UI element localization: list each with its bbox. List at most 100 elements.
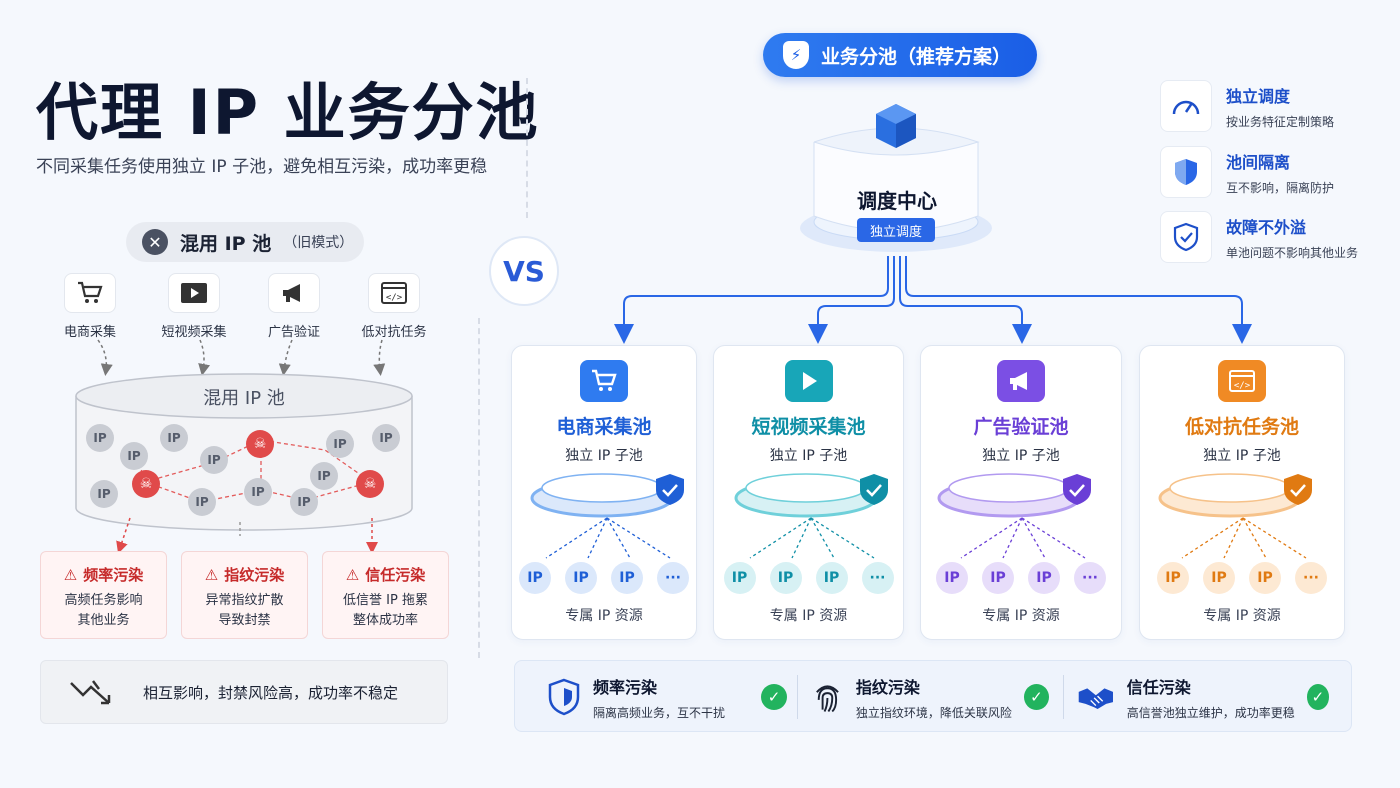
pool-ring xyxy=(937,473,1091,518)
skull-icon: ☠ xyxy=(356,470,384,498)
old-mode-pill: ✕ 混用 IP 池 （旧模式） xyxy=(126,222,364,262)
shield-check-icon xyxy=(860,474,888,505)
svg-text:</>: </> xyxy=(386,293,403,303)
warning-icon: ⚠ xyxy=(63,565,78,584)
ip-node: IP xyxy=(1203,562,1235,594)
divider xyxy=(797,675,798,719)
code-icon: </> xyxy=(1218,360,1266,402)
ip-node: IP xyxy=(611,562,643,594)
pool-subtitle: 独立 IP 子池 xyxy=(565,448,643,464)
fingerprint-icon xyxy=(816,685,839,713)
megaphone-icon xyxy=(997,360,1045,402)
ip-node: IP xyxy=(1028,562,1060,594)
feature-desc: 按业务特征定制策略 xyxy=(1226,114,1335,129)
shield-icon: ⚡ xyxy=(783,41,809,69)
feature-item: 独立调度按业务特征定制策略 xyxy=(1160,79,1380,133)
pool-subtitle: 独立 IP 子池 xyxy=(982,448,1060,464)
warning-title: 指纹污染 xyxy=(224,566,285,584)
ip-arrows xyxy=(1181,517,1307,559)
ip-node: IP xyxy=(372,424,400,452)
warning-card: ⚠信任污染 低信誉 IP 拖累整体成功率 xyxy=(322,551,449,639)
feature-item: 池间隔离互不影响，隔离防护 xyxy=(1160,145,1380,199)
ip-node: IP xyxy=(120,442,148,470)
ip-node: IP xyxy=(160,424,188,452)
pool-bottom-label: 专属 IP 资源 xyxy=(769,608,848,624)
benefit-desc: 隔离高频业务，互不干扰 xyxy=(593,705,726,720)
warning-line: 整体成功率 xyxy=(352,613,418,628)
cart-icon xyxy=(64,273,116,313)
warning-line: 低信誉 IP 拖累 xyxy=(343,593,428,608)
shield-icon xyxy=(548,678,580,716)
divider xyxy=(1063,675,1064,719)
task-item: 电商采集 xyxy=(40,273,140,340)
task-item: 广告验证 xyxy=(244,273,344,340)
skull-icon: ☠ xyxy=(246,430,274,458)
task-label: 低对抗任务 xyxy=(361,325,427,340)
ip-node: IP xyxy=(200,446,228,474)
check-icon: ✓ xyxy=(1023,684,1049,710)
feature-title: 独立调度 xyxy=(1226,86,1291,106)
ip-node: IP xyxy=(90,480,118,508)
benefit-item: 信任污染高信誉池独立维护，成功率更稳 ✓ xyxy=(1077,661,1329,733)
ip-arrows xyxy=(960,517,1086,559)
page-subtitle: 不同采集任务使用独立 IP 子池，避免相互污染，成功率更稳 xyxy=(36,157,488,177)
ip-node: IP xyxy=(815,562,848,594)
megaphone-icon xyxy=(268,273,320,313)
task-label: 短视频采集 xyxy=(161,325,227,340)
close-icon: ✕ xyxy=(142,229,168,255)
more-node: ··· xyxy=(1074,562,1106,594)
warning-title: 信任污染 xyxy=(365,566,426,584)
old-mode-note: （旧模式） xyxy=(283,235,354,251)
code-icon: </> xyxy=(368,273,420,313)
pool-title: 广告验证池 xyxy=(973,416,1069,438)
shield-icon xyxy=(1160,146,1212,198)
skull-icon: ☠ xyxy=(132,470,160,498)
warning-arrows xyxy=(116,517,378,554)
ip-node: IP xyxy=(86,424,114,452)
benefit-item: 频率污染隔离高频业务，互不干扰 ✓ xyxy=(547,661,787,733)
video-icon xyxy=(784,360,833,402)
pool-ring xyxy=(734,473,888,518)
shield-check-icon xyxy=(1160,211,1212,263)
ip-node: IP xyxy=(188,488,216,516)
ip-dots: IP IP IP ··· xyxy=(921,562,1121,594)
warning-title: 频率污染 xyxy=(83,566,144,584)
ip-dots: IP IP IP ··· xyxy=(714,562,903,594)
cart-icon xyxy=(580,360,628,402)
ip-node: IP xyxy=(936,562,968,594)
warning-line: 异常指纹扩散 xyxy=(205,593,284,608)
warning-card: ⚠指纹污染 异常指纹扩散导致封禁 xyxy=(181,551,308,639)
benefit-title: 指纹污染 xyxy=(855,677,920,697)
task-arrows xyxy=(97,339,386,376)
ip-node: IP xyxy=(290,488,318,516)
pool-subtitle: 独立 IP 子池 xyxy=(1203,448,1281,464)
ip-node: IP xyxy=(769,562,802,594)
check-icon: ✓ xyxy=(1306,684,1329,710)
pool-subtitle: 独立 IP 子池 xyxy=(769,448,848,464)
video-icon xyxy=(168,273,220,313)
pool-title: 低对抗任务池 xyxy=(1184,416,1299,438)
more-node: ··· xyxy=(861,562,894,594)
warning-card: ⚠频率污染 高频任务影响其他业务 xyxy=(40,551,167,639)
ip-dots: IP IP IP ··· xyxy=(512,562,696,594)
ip-node: IP xyxy=(310,462,338,490)
trend-down-icon xyxy=(70,680,111,705)
new-mode-pill: ⚡ 业务分池（推荐方案） xyxy=(763,33,1037,77)
divider xyxy=(526,78,528,218)
old-mode-summary: 相互影响，封禁风险高，成功率不稳定 xyxy=(40,660,448,724)
ip-node: IP xyxy=(1157,562,1189,594)
ip-node: IP xyxy=(723,562,756,594)
pool-card-ad-verification: 广告验证池 独立 IP 子池 IP IP IP ··· 专属 IP 资源 xyxy=(920,345,1122,640)
more-node: ··· xyxy=(1295,562,1327,594)
handshake-icon xyxy=(1078,688,1113,709)
ip-arrows xyxy=(545,517,671,559)
task-label: 电商采集 xyxy=(63,325,116,340)
divider xyxy=(478,318,480,658)
shield-check-icon xyxy=(656,474,684,505)
page-title: 代理 IP 业务分池 xyxy=(36,76,540,149)
feature-title: 故障不外溢 xyxy=(1226,217,1307,237)
benefit-desc: 独立指纹环境，降低关联风险 xyxy=(855,705,1012,720)
task-label: 广告验证 xyxy=(267,325,320,340)
ip-arrows xyxy=(749,517,875,559)
ip-dots: IP IP IP ··· xyxy=(1140,562,1344,594)
